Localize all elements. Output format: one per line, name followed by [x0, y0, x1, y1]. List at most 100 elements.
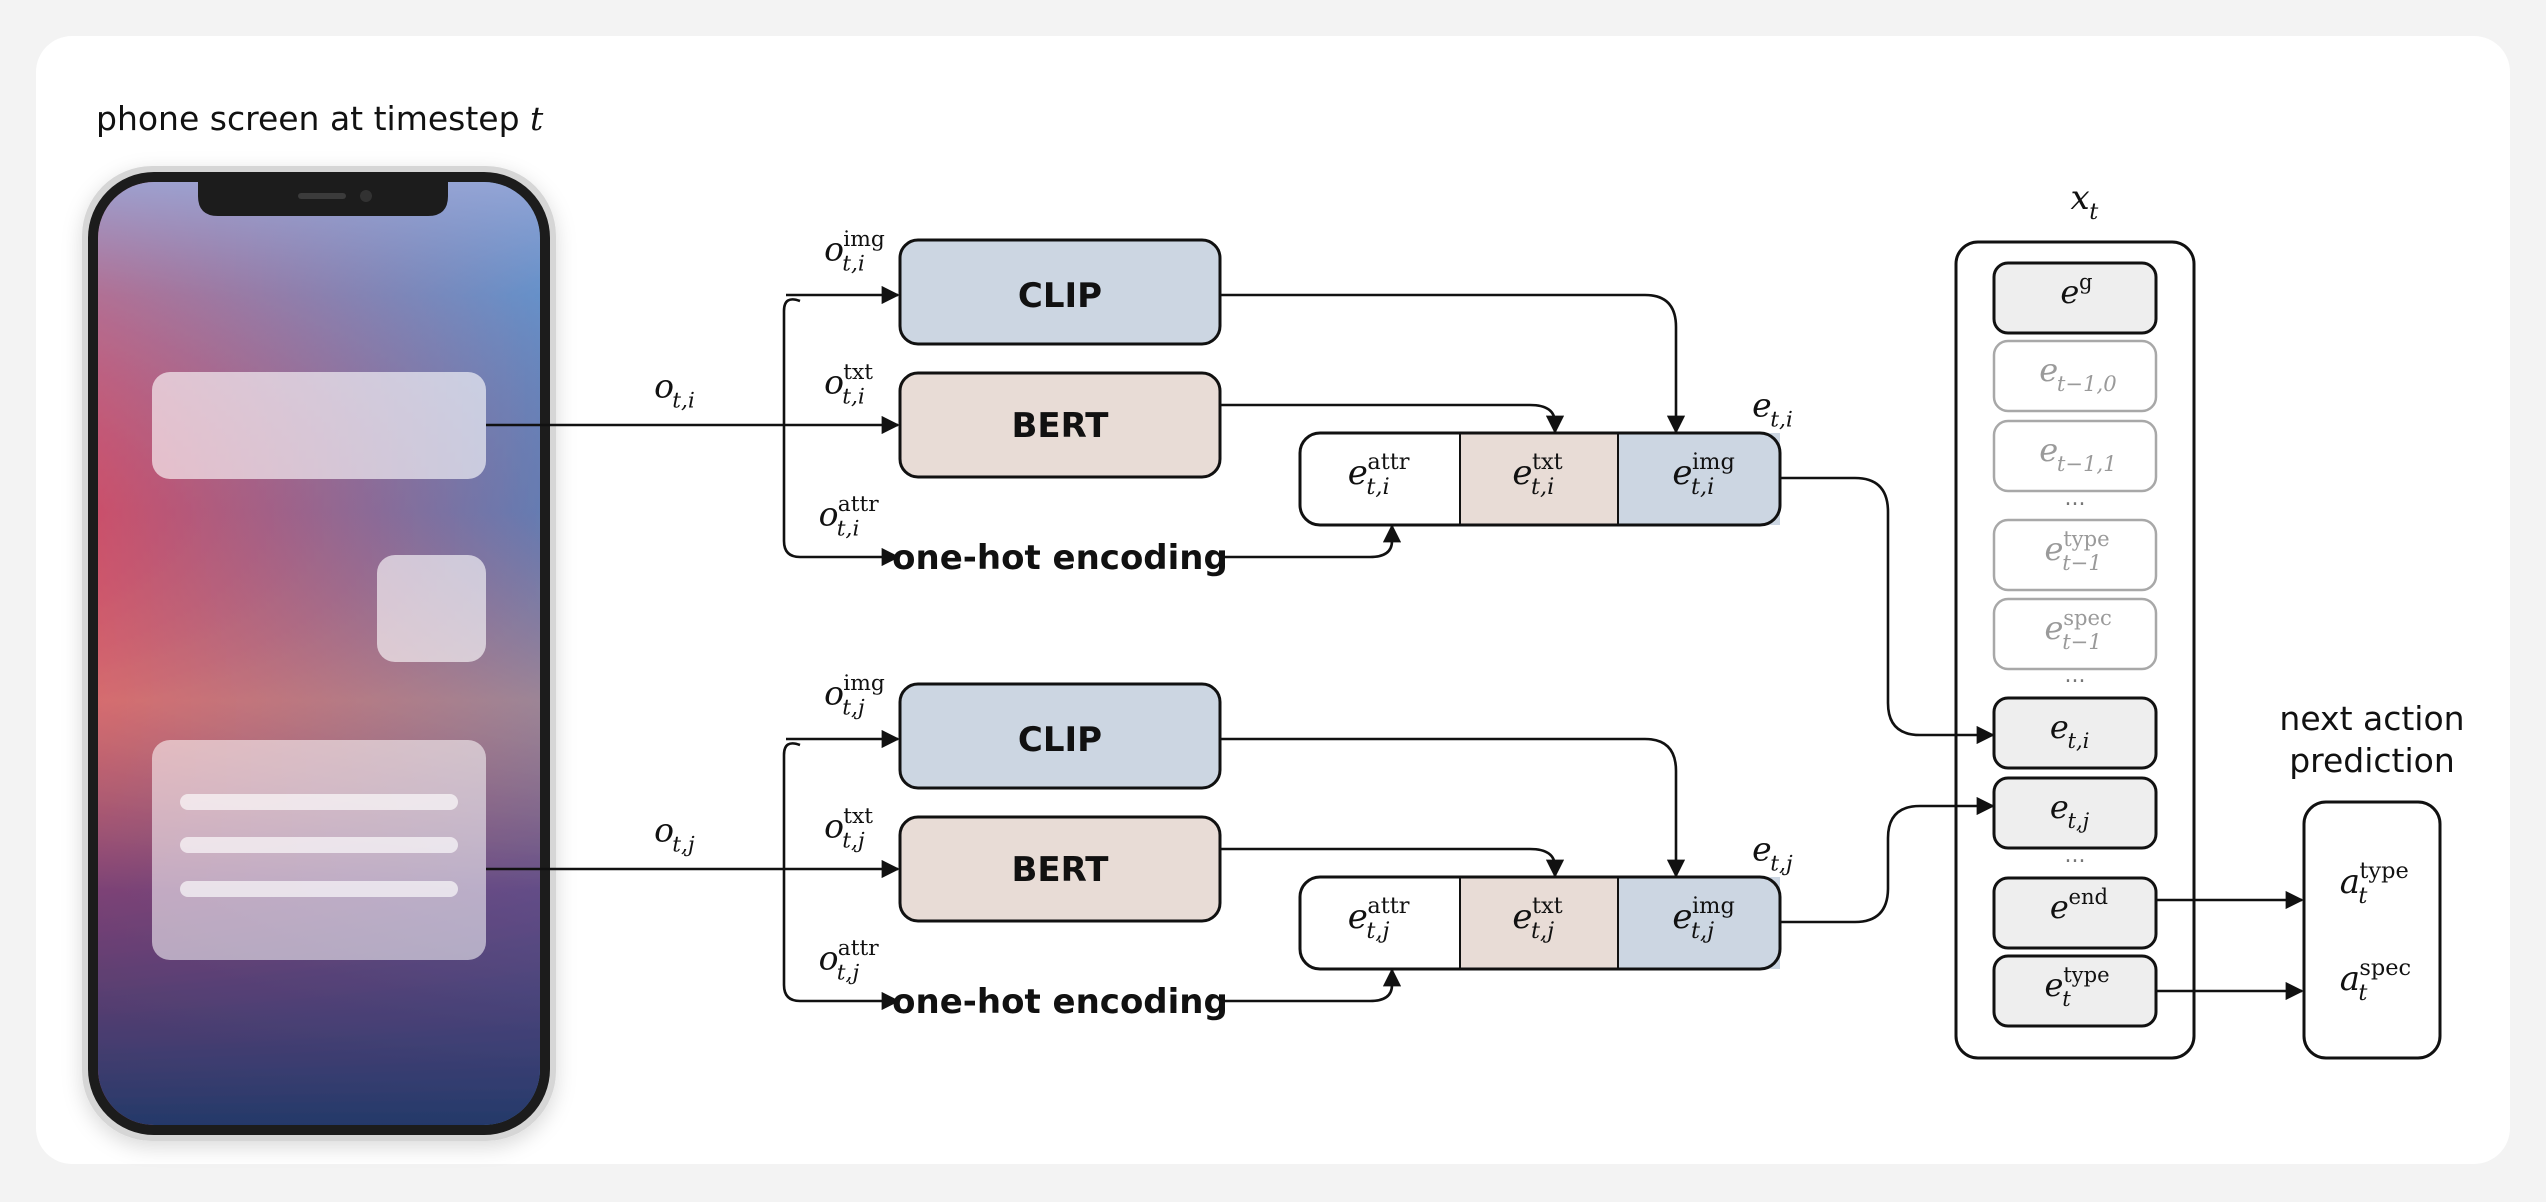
math-sup: type: [2359, 858, 2408, 884]
math-sup: end: [2068, 884, 2108, 909]
math-sub: t: [2062, 986, 2071, 1011]
math-base: o: [654, 367, 674, 406]
embed-cell: [1300, 433, 1460, 525]
ui-element-i: [152, 372, 486, 479]
math-sup: img: [843, 671, 885, 696]
phone-mockup: [82, 166, 556, 1141]
embed-label-i: et,i: [1752, 386, 1793, 433]
math-sub: t,j: [837, 960, 860, 985]
math-sub: t−1,1: [2057, 451, 2117, 476]
math-sup: attr: [1367, 449, 1409, 475]
math-base: x: [2071, 178, 2090, 218]
sequence-token: et,i: [1992, 696, 2158, 770]
math-sub: t,j: [1691, 918, 1714, 944]
math-sub: t,i: [1691, 474, 1714, 500]
math-sup: attr: [1367, 893, 1409, 919]
math-sub: t: [2358, 980, 2368, 1006]
math-sup: type: [2063, 962, 2109, 987]
math-base: o: [654, 811, 674, 850]
math-sub: t: [2089, 199, 2099, 225]
math-sub: t,i: [1531, 474, 1554, 500]
clip-box: [898, 682, 1222, 790]
clip-label: CLIP: [1018, 720, 1102, 760]
math-base: e: [2039, 351, 2058, 389]
math-sub: t,i: [1770, 407, 1793, 432]
math-base: e: [1348, 453, 1368, 493]
bert-label: BERT: [1012, 850, 1110, 890]
embed-j-to-seq-arrow: [1780, 796, 1995, 924]
text-line: [180, 794, 458, 810]
math-sub: t,i: [837, 516, 860, 541]
math-sup: img: [1692, 449, 1735, 475]
math-sub: t,i: [842, 384, 865, 409]
clip-to-embed-arrow: [1220, 293, 1686, 434]
sequence-token: et,j: [1992, 776, 2158, 850]
math-base: e: [1512, 897, 1532, 937]
math-sup: spec: [2359, 955, 2411, 981]
math-sup: g: [2079, 269, 2093, 294]
math-sub: t: [2358, 883, 2368, 909]
math-base: a: [2340, 862, 2360, 902]
ellipsis: ...: [2065, 663, 2086, 688]
math-base: e: [1672, 897, 1692, 937]
onehot-to-embed-arrow: [1220, 968, 1402, 1003]
input-label-i: ot,i: [654, 367, 695, 414]
clip-to-embed-arrow: [1220, 737, 1686, 878]
math-sub: t,j: [1770, 851, 1793, 876]
text-line: [180, 881, 458, 897]
token-box: [1992, 518, 2158, 592]
bert-label: BERT: [1012, 406, 1110, 446]
camera-icon: [360, 190, 372, 202]
math-base: o: [824, 674, 844, 713]
embed-cell: [1460, 877, 1618, 969]
math-base: a: [2340, 959, 2360, 999]
card-background: [36, 36, 2510, 1164]
sequence-token: et−1,0: [1992, 339, 2158, 413]
bert-to-embed-arrow: [1220, 403, 1565, 434]
splitter-line: [782, 298, 801, 559]
math-sub: t,i: [2067, 728, 2089, 753]
math-sup: attr: [838, 492, 879, 517]
embed-label-j: et,j: [1752, 830, 1793, 877]
token-box: [1992, 419, 2158, 493]
math-base: o: [819, 495, 839, 534]
math-base: e: [2045, 966, 2064, 1004]
math-sup: txt: [843, 360, 873, 385]
token-box: [1992, 261, 2158, 335]
math-sup: type: [2063, 526, 2109, 551]
math-sub: t−1: [2062, 550, 2102, 575]
token-box: [1992, 597, 2158, 671]
math-base: o: [824, 363, 844, 402]
math-base: e: [2050, 708, 2069, 746]
token-label: et,j: [2050, 788, 2090, 833]
token-label: et−1,0: [2039, 351, 2116, 396]
math-base: e: [2050, 788, 2069, 826]
math-base: e: [1512, 453, 1532, 493]
ellipsis: ...: [2065, 843, 2086, 868]
embed-i-to-seq-arrow: [1780, 476, 1995, 745]
speaker-icon: [298, 193, 346, 199]
embed-cell: [1300, 877, 1460, 969]
embed-cell: [1618, 433, 1780, 525]
math-base: e: [2039, 431, 2058, 469]
